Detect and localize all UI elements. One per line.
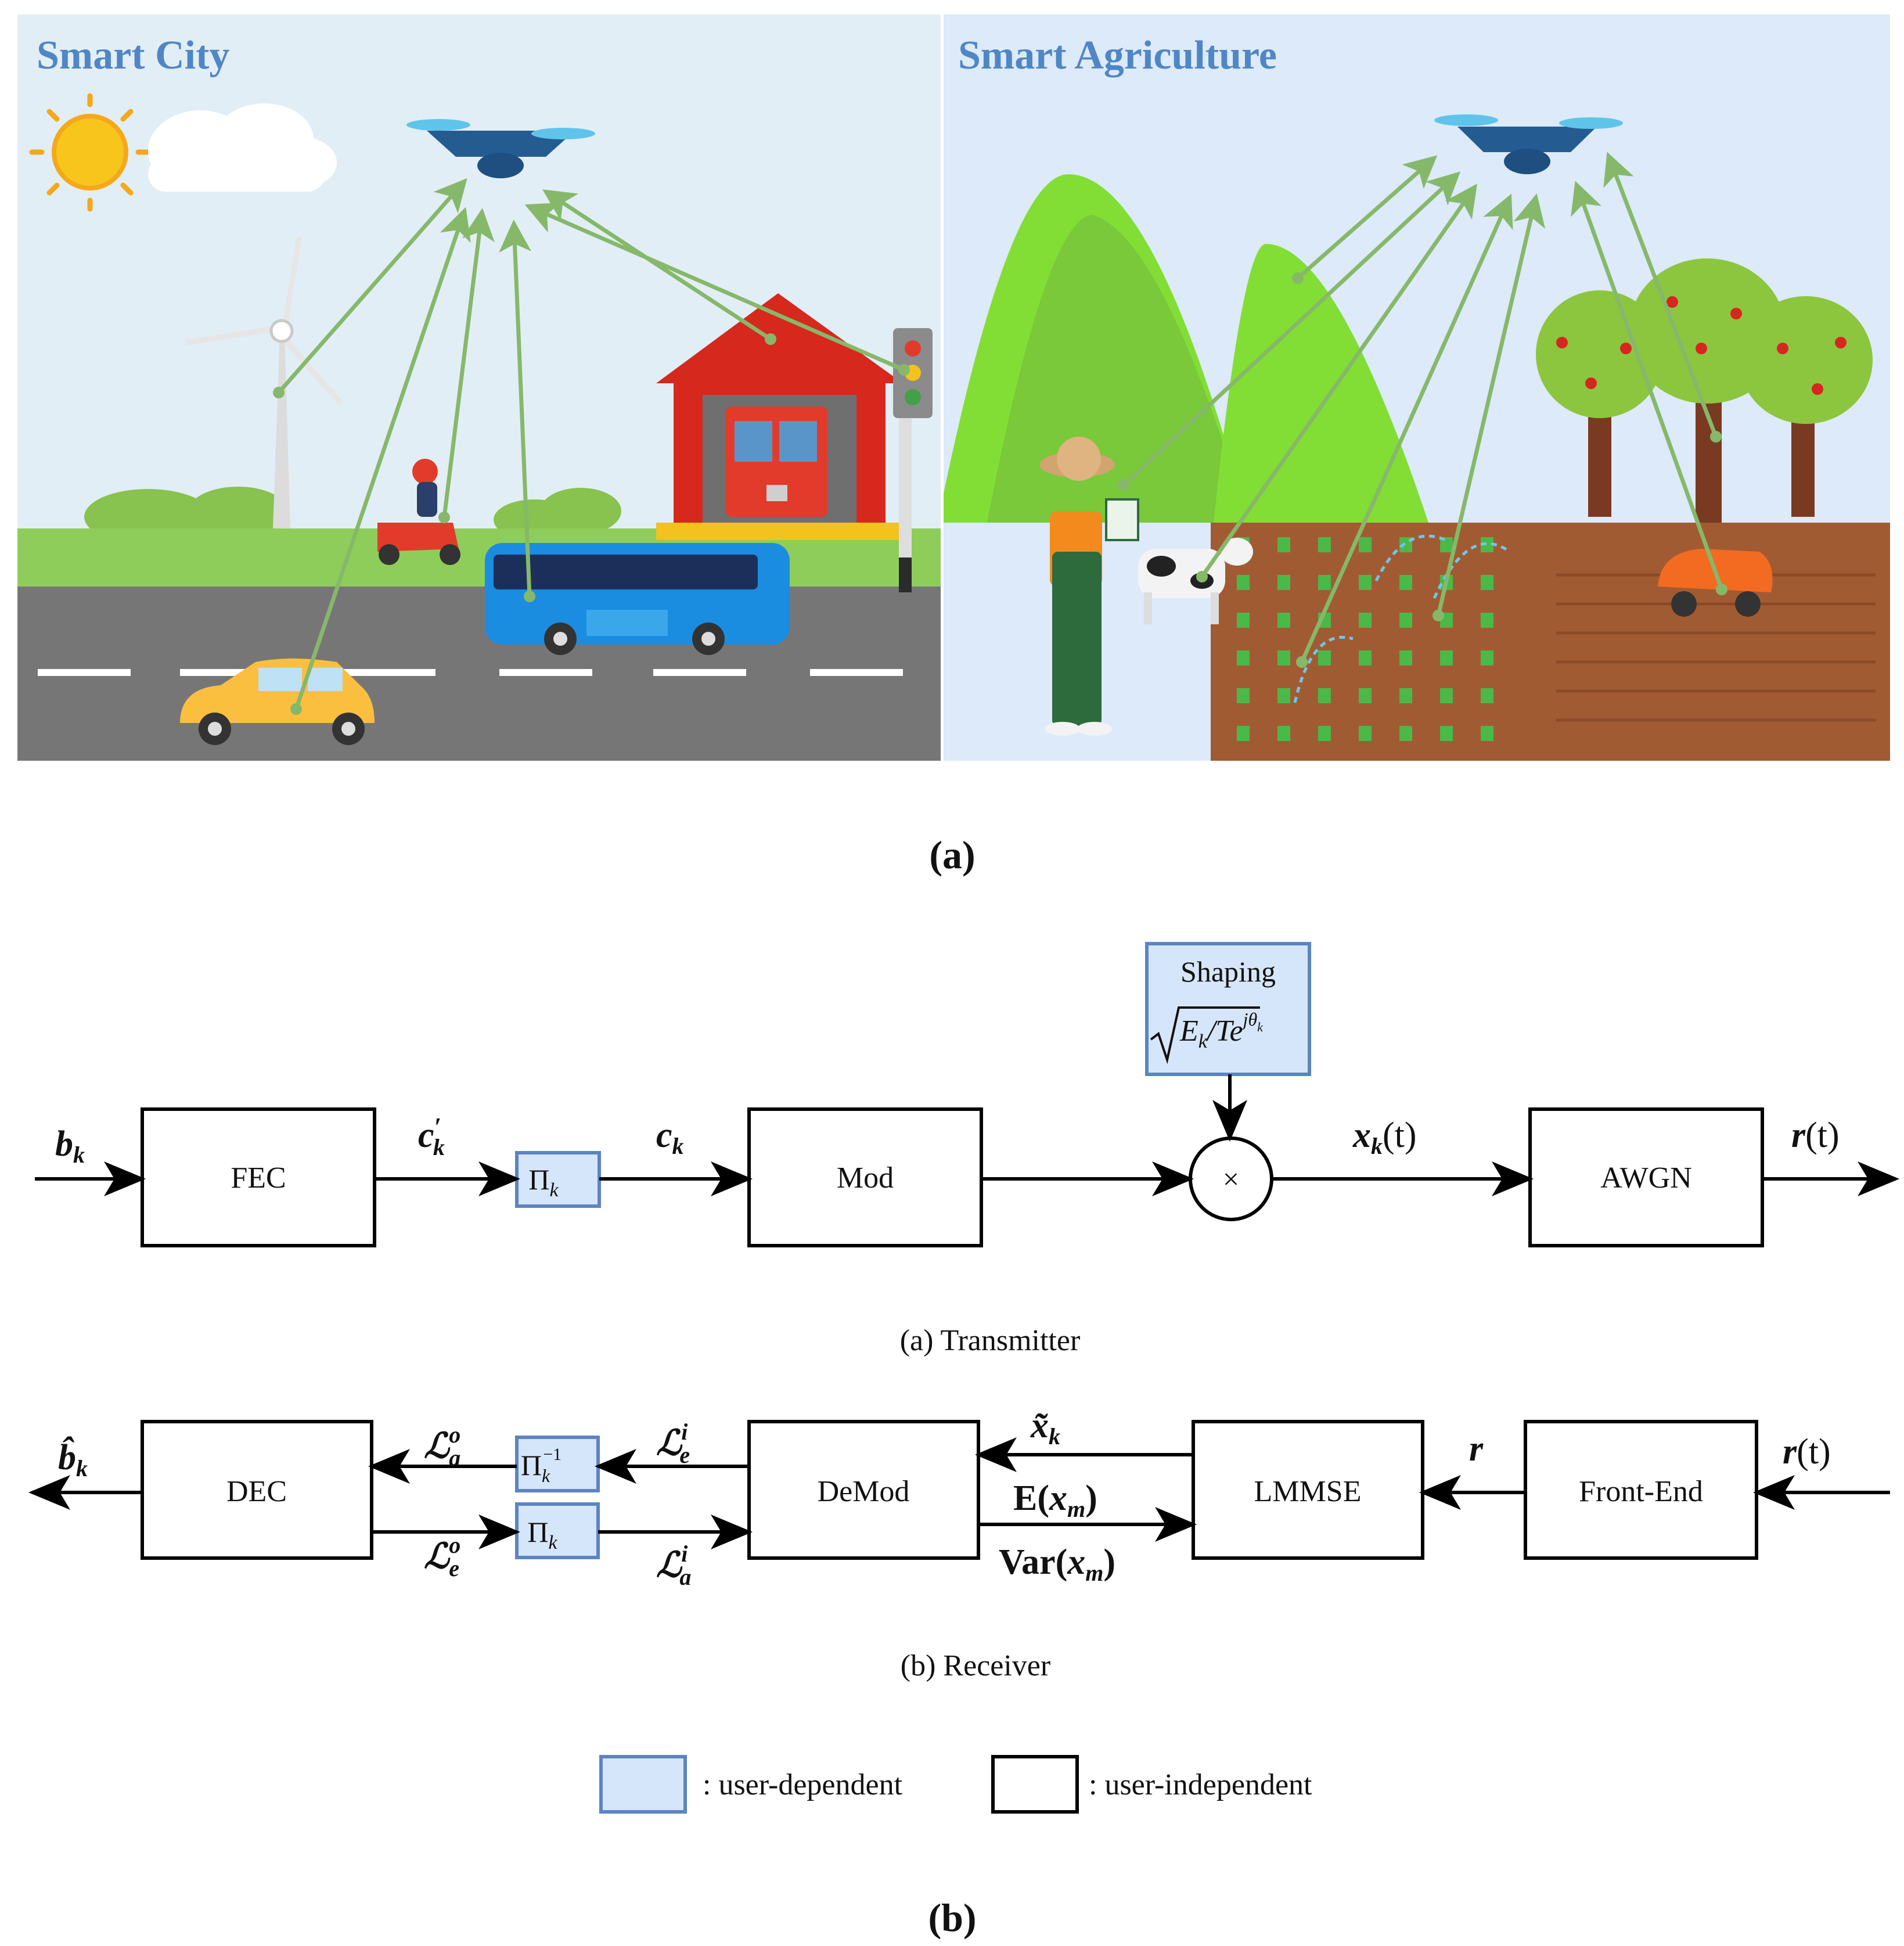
signal-ck: ck bbox=[656, 1116, 684, 1159]
signal-r-vector: r bbox=[1469, 1429, 1484, 1469]
city-link-dots bbox=[273, 333, 910, 715]
bus-icon bbox=[485, 543, 790, 655]
fire-station-icon bbox=[656, 293, 903, 540]
transmitter-diagram: FEC Πk Mod Shaping Ek/Tejθk × AWGN bk c′… bbox=[35, 942, 1899, 1357]
receiver-arrows bbox=[28, 1437, 1890, 1549]
car-icon bbox=[180, 659, 375, 745]
receiver-diagram: DEC Πk−1 Πk DeMod LMMSE Front-End b̂k ℒo… bbox=[28, 1406, 1890, 1682]
signal-bk: bk bbox=[55, 1124, 85, 1168]
drone-icon-agriculture bbox=[1434, 114, 1623, 174]
signal-xtilde-k: x̃k bbox=[1030, 1406, 1060, 1449]
deinterleaver-label: Πk−1 bbox=[521, 1445, 562, 1486]
signal-rt-in: r(t) bbox=[1783, 1432, 1831, 1472]
cloud-icon bbox=[148, 103, 337, 192]
signal-rt-out: r(t) bbox=[1791, 1116, 1840, 1155]
dec-label: DEC bbox=[226, 1475, 287, 1508]
traffic-light-icon bbox=[893, 328, 933, 592]
frontend-block bbox=[1524, 1420, 1758, 1560]
legend-user-independent: : user-independent bbox=[1089, 1768, 1312, 1801]
farmer-icon bbox=[1039, 437, 1139, 736]
lmmse-block bbox=[1192, 1420, 1424, 1560]
receiver-caption: (b) Receiver bbox=[901, 1649, 1050, 1682]
multiplier-symbol: × bbox=[1223, 1163, 1239, 1195]
interleaver-label-rx: Πk bbox=[527, 1516, 557, 1553]
signal-bhat-k: b̂k bbox=[58, 1437, 88, 1481]
agriculture-title: Smart Agriculture bbox=[958, 33, 1277, 78]
demod-label: DeMod bbox=[818, 1475, 910, 1508]
agriculture-link-dots bbox=[1118, 272, 1727, 668]
awgn-label: AWGN bbox=[1600, 1161, 1692, 1195]
crop-field bbox=[1211, 523, 1890, 761]
wind-turbine-icon bbox=[185, 237, 343, 528]
scooter-icon bbox=[377, 459, 460, 565]
fec-label: FEC bbox=[231, 1161, 286, 1195]
shaping-formula: Ek/Tejθk bbox=[1150, 1006, 1264, 1064]
legend-swatch-dependent bbox=[599, 1755, 687, 1814]
dec-block bbox=[141, 1420, 373, 1560]
city-title: Smart City bbox=[37, 33, 229, 78]
legend-swatch-independent bbox=[991, 1755, 1079, 1814]
lmmse-label: LMMSE bbox=[1254, 1475, 1362, 1508]
frontend-label: Front-End bbox=[1579, 1475, 1703, 1508]
smart-agriculture-scene: Smart Agriculture bbox=[944, 15, 1890, 761]
drone-icon-city bbox=[406, 119, 595, 178]
signal-cprime-k: c′k bbox=[418, 1113, 445, 1160]
transmitter-caption: (a) Transmitter bbox=[900, 1324, 1081, 1357]
shaping-block bbox=[1145, 942, 1311, 1076]
mod-block bbox=[747, 1107, 983, 1247]
signal-xkt: xk(t) bbox=[1352, 1116, 1417, 1159]
apple-trees-icon bbox=[1536, 258, 1873, 523]
signal-var-xm: Var(xm) bbox=[999, 1542, 1115, 1586]
caption-a: (a) bbox=[929, 833, 975, 877]
legend: : user-dependent : user-independent bbox=[599, 1755, 1312, 1814]
shaping-label: Shaping bbox=[1180, 955, 1276, 988]
svg-text:Ek/Tejθk: Ek/Tejθk bbox=[1179, 1009, 1264, 1052]
caption-b: (b) bbox=[928, 1895, 976, 1940]
smart-city-scene: Smart City bbox=[17, 15, 941, 761]
mod-label: Mod bbox=[837, 1161, 894, 1195]
awgn-block bbox=[1528, 1107, 1764, 1247]
demod-block bbox=[747, 1420, 980, 1560]
city-wireless-links bbox=[277, 178, 905, 710]
transmitter-arrows bbox=[35, 1074, 1899, 1196]
interleaver-label-tx: Πk bbox=[528, 1163, 559, 1201]
legend-user-dependent: : user-dependent bbox=[703, 1768, 903, 1801]
sun-icon bbox=[29, 93, 151, 212]
city-road bbox=[17, 587, 941, 761]
signal-mean-xm: E(xm) bbox=[1013, 1479, 1097, 1522]
cow-icon bbox=[1138, 538, 1253, 624]
agriculture-wireless-links bbox=[1122, 152, 1724, 663]
hills bbox=[944, 174, 1428, 523]
